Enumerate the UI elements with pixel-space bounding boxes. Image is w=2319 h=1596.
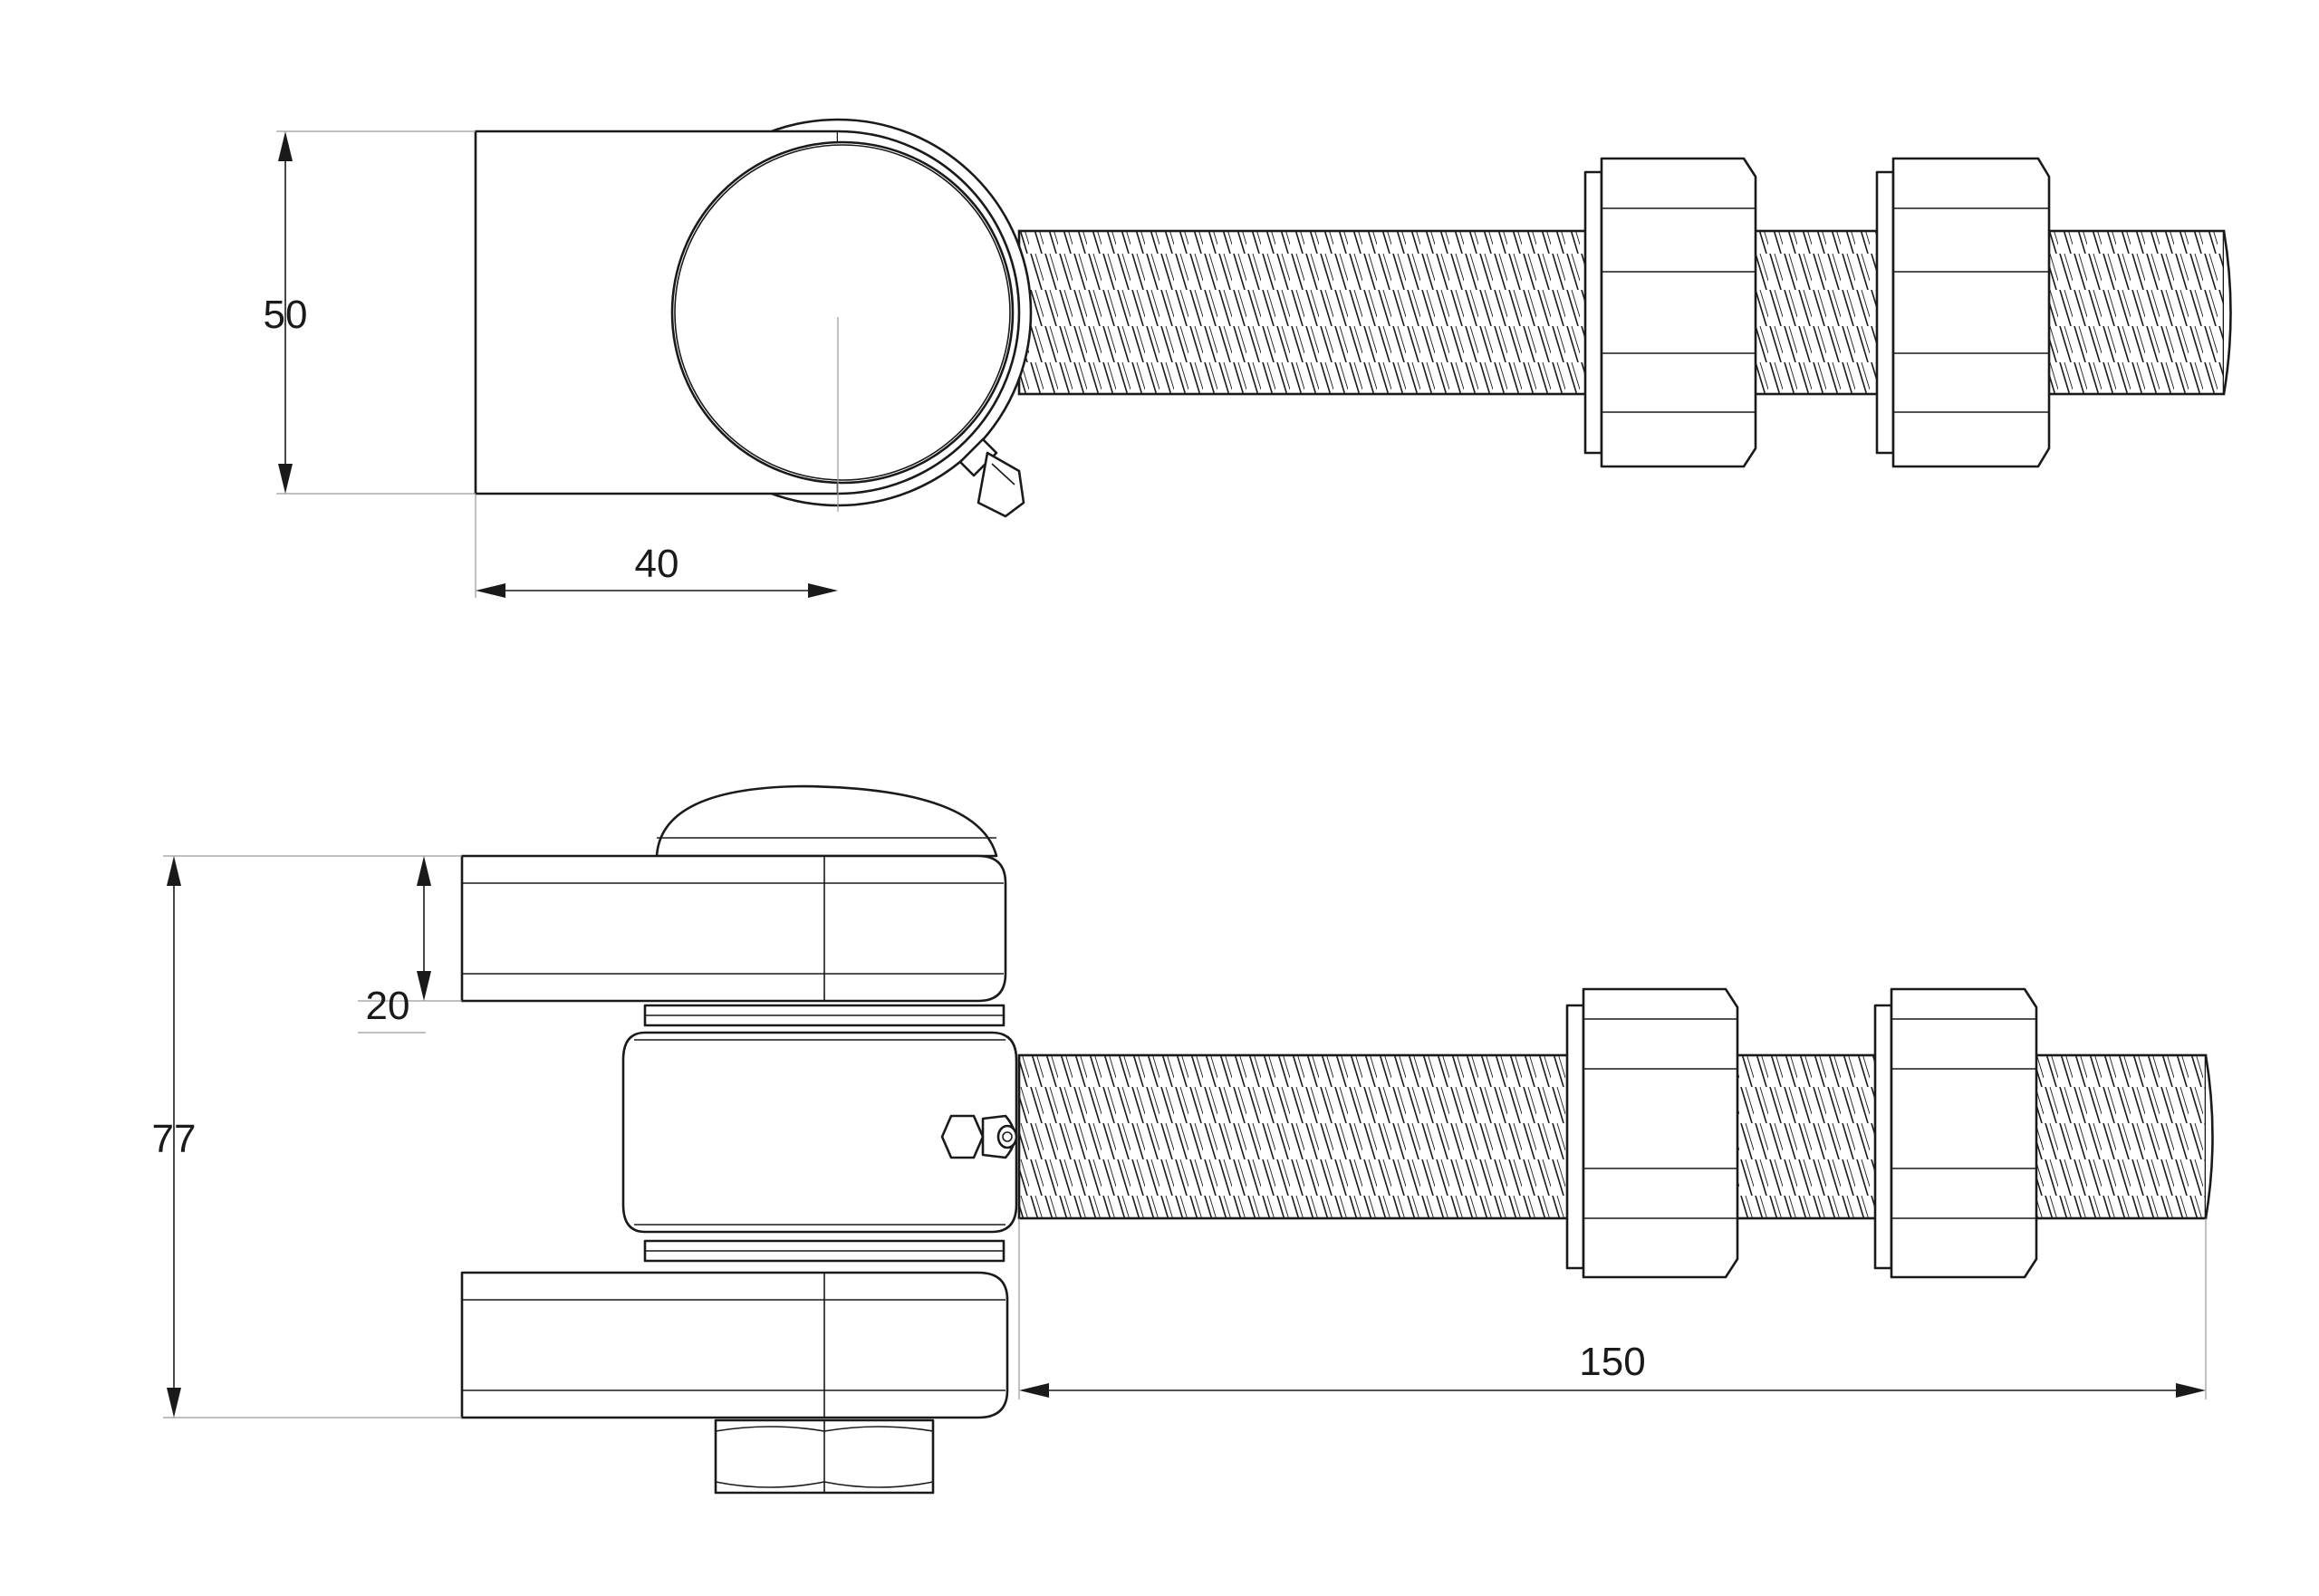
front-view: 77 20 150 (152, 784, 2214, 1495)
grease-nipple-top (958, 437, 1025, 518)
hinge-eye-top (474, 118, 1033, 512)
dimension-height-50: 50 (264, 130, 476, 495)
dimension-thickness-20: 20 (358, 856, 462, 1034)
top-view: 50 40 (264, 118, 2232, 598)
upper-strap (460, 854, 1007, 1003)
dim-40-label: 40 (635, 542, 679, 586)
washer-upper (643, 1004, 1006, 1027)
washer-lower (643, 1239, 1006, 1263)
lower-strap (460, 1271, 1009, 1419)
dimension-height-77: 77 (152, 855, 462, 1418)
dim-77-label: 77 (152, 1117, 197, 1161)
grease-nipple-front (940, 1114, 1018, 1159)
dimension-length-40: 40 (475, 494, 838, 598)
nut-1-front (1565, 987, 1739, 1279)
dimension-length-150: 150 (1018, 1218, 2207, 1399)
nut-2-front (1873, 987, 2038, 1279)
dim-150-label: 150 (1579, 1340, 1645, 1384)
nut-2-top (1875, 157, 2051, 468)
bottom-nut (714, 1418, 935, 1495)
dome-cap (655, 784, 998, 858)
nut-1-top (1583, 157, 1757, 468)
dim-20-label: 20 (366, 984, 410, 1028)
hinge-barrel (621, 1031, 1018, 1234)
dim-50-label: 50 (264, 293, 308, 337)
